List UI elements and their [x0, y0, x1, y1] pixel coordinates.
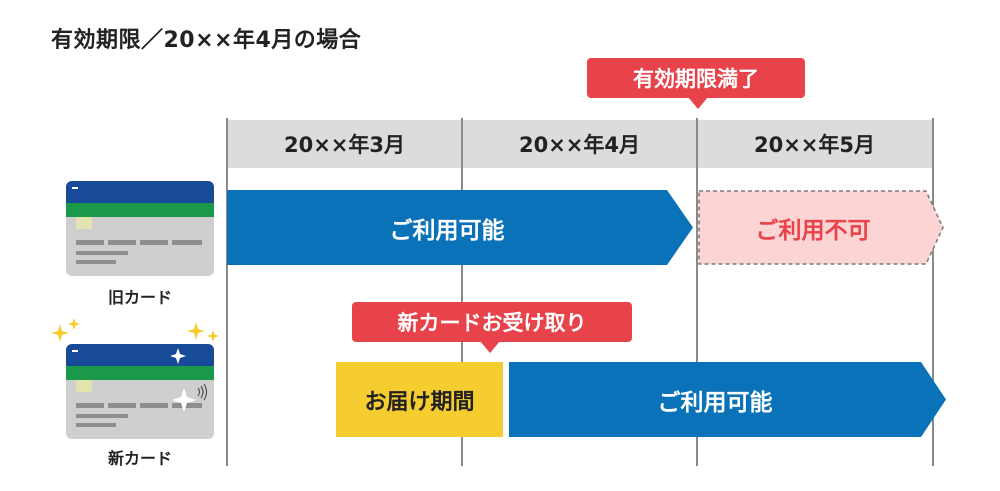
new-card-available-bar: ご利用可能 [509, 362, 946, 437]
new-card-label: 新カード [107, 449, 172, 468]
timeline-divider [932, 118, 934, 466]
month-may: 20××年5月 [753, 133, 876, 157]
new-card-image [66, 344, 214, 439]
receive-callout-pointer [480, 341, 500, 353]
month-march: 20××年3月 [283, 133, 406, 157]
month-april: 20××年4月 [518, 133, 641, 157]
old-card-available-text: ご利用可能 [389, 217, 505, 244]
receive-callout: 新カードお受け取り [352, 302, 632, 342]
timeline-divider [696, 118, 698, 466]
delivery-period-bar: お届け期間 [336, 362, 503, 437]
page-title: 有効期限／20××年4月の場合 [51, 28, 362, 53]
old-card-available-bar: ご利用可能 [227, 190, 693, 265]
sparkle-icon [50, 318, 230, 418]
timeline-divider [461, 118, 463, 466]
old-card-unavailable-bar: ご利用不可 [698, 190, 945, 265]
timeline-header [227, 120, 934, 168]
expiry-callout-pointer [688, 97, 708, 109]
timeline-divider [226, 118, 228, 466]
expiry-callout: 有効期限満了 [587, 58, 805, 98]
old-card-unavailable-text: ご利用不可 [755, 217, 871, 244]
old-card-image [66, 181, 214, 276]
new-card-available-text: ご利用可能 [657, 389, 773, 416]
old-card-label: 旧カード [107, 288, 172, 307]
